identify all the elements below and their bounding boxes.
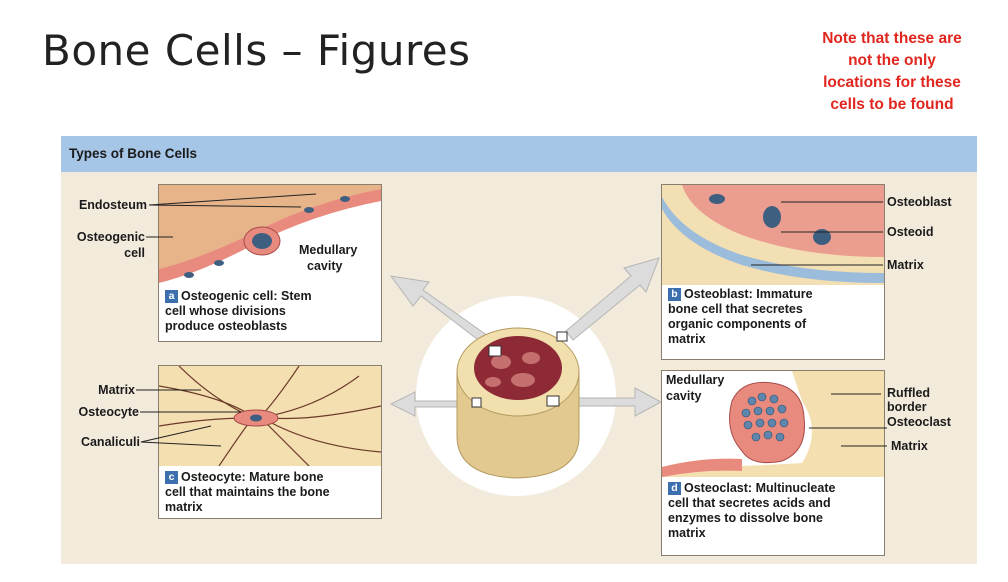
osteoblast-illustration: [662, 185, 884, 285]
caption-line: Multinucleate: [755, 481, 836, 495]
caption-line: cell that secretes acids and: [668, 496, 831, 510]
label-ruffled-border-1: Ruffled: [887, 386, 931, 400]
term-osteoclast: Osteoclast:: [684, 481, 753, 495]
caption-line: produce osteoblasts: [165, 319, 288, 333]
label-medullary-cavity-d-1: Medullary: [666, 373, 725, 387]
badge-c: c: [165, 471, 178, 484]
label-matrix-b: Matrix: [887, 258, 924, 272]
caption-line: enzymes to dissolve bone: [668, 511, 823, 525]
term-osteoblast: Osteoblast:: [684, 287, 753, 301]
badge-d: d: [668, 482, 681, 495]
label-osteogenic-cell-2: cell: [124, 246, 145, 260]
arrow-to-b: [565, 257, 660, 341]
caption-line: cell whose divisions: [165, 304, 286, 318]
bone-cells-figure: Types of Bone Cells: [61, 136, 977, 564]
figure-header-title: Types of Bone Cells: [69, 146, 198, 161]
caption-line: matrix: [668, 526, 706, 540]
figure-header: Types of Bone Cells: [61, 136, 977, 172]
bone-cylinder: [456, 327, 580, 479]
caption-line: organic components of: [668, 317, 807, 331]
caption-line: matrix: [165, 500, 203, 514]
label-medullary-cavity-a-2: cavity: [307, 259, 343, 273]
label-matrix-d: Matrix: [891, 439, 928, 453]
caption-line: cell that maintains the bone: [165, 485, 330, 499]
label-medullary-cavity-d-2: cavity: [666, 389, 702, 403]
note-line: Note that these are: [822, 30, 962, 47]
badge-a: a: [165, 290, 178, 303]
note-text: Note that these are not the only locatio…: [800, 28, 984, 116]
label-osteocyte: Osteocyte: [78, 405, 139, 419]
note-line: cells to be found: [830, 96, 954, 113]
caption-line: matrix: [668, 332, 706, 346]
label-osteoblast: Osteoblast: [887, 195, 952, 209]
label-canaliculi: Canaliculi: [80, 435, 140, 449]
caption-line: Immature: [756, 287, 813, 301]
badge-b: b: [668, 288, 681, 301]
label-osteoid: Osteoid: [887, 225, 934, 239]
term-osteocyte: Osteocyte:: [181, 470, 246, 484]
bone-section-illustration: [389, 257, 663, 496]
slide-title: Bone Cells – Figures: [42, 26, 471, 75]
caption-line: bone cell that secretes: [668, 302, 803, 316]
label-medullary-cavity-a-1: Medullary: [299, 243, 358, 257]
label-osteoclast: Osteoclast: [887, 415, 951, 429]
note-line: locations for these: [823, 74, 961, 91]
label-ruffled-border-2: border: [887, 400, 927, 414]
caption-line: Mature bone: [249, 470, 324, 484]
osteocyte-illustration: [159, 366, 381, 466]
caption-line: Stem: [281, 289, 312, 303]
label-osteogenic-cell-1: Osteogenic: [76, 230, 145, 244]
osteogenic-illustration: [159, 185, 381, 287]
label-matrix-c: Matrix: [98, 383, 135, 397]
arrows: [389, 257, 663, 417]
label-endosteum: Endosteum: [78, 198, 147, 212]
osteoclast-illustration: [662, 371, 884, 477]
note-line: not the only: [848, 52, 936, 69]
term-osteogenic: Osteogenic cell:: [181, 289, 278, 303]
